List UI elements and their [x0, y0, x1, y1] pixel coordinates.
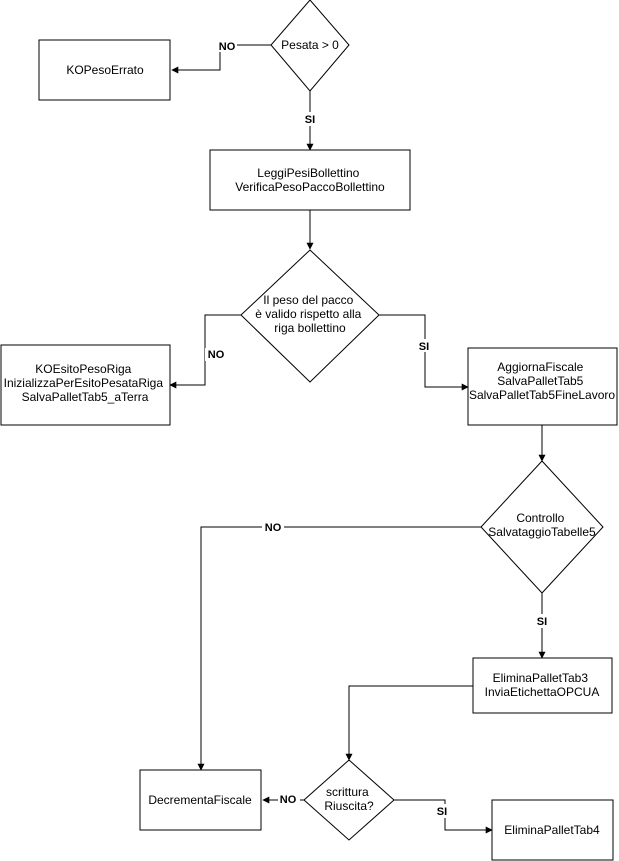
edge-label-scrittura-no: NO	[278, 793, 300, 806]
edge-label-valido-no: NO	[205, 348, 227, 361]
decision-peso-valido: Il peso del pacco è valido rispetto alla…	[240, 249, 380, 383]
edge-label-scrittura-si: SI	[433, 804, 451, 818]
elimina-tab3-line-2: InviaEtichettaOPCUA	[485, 685, 600, 699]
edge-label-valido-si: SI	[414, 339, 434, 353]
controllo-line-1: Controllo	[516, 511, 564, 525]
process-elimina-tab3: EliminaPalletTab3 InviaEtichettaOPCUA	[472, 657, 613, 714]
process-elimina-tab4: EliminaPalletTab4	[491, 799, 614, 861]
scrittura-line-2: Riuscita?	[324, 799, 374, 813]
svg-text:SI: SI	[437, 806, 447, 818]
leggi-pesi-line-2: VerificaPesoPaccoBollettino	[235, 180, 385, 194]
svg-text:SI: SI	[419, 341, 429, 353]
decision-scrittura: scrittura Riuscita?	[303, 759, 395, 841]
peso-valido-line-3: riga bollettino	[274, 321, 346, 335]
svg-text:NO: NO	[219, 41, 236, 53]
svg-text:NO: NO	[265, 522, 282, 534]
edge-elimina3-to-scrittura	[345, 685, 473, 761]
decision-pesata: Pesata > 0	[270, 0, 350, 92]
edge-pesata-no	[171, 44, 271, 74]
svg-text:EliminaPalletTab3 InviaE: EliminaPalletTab3 InviaEtichettaOPCUA	[485, 671, 600, 699]
decrementa-line: DecrementaFiscale	[148, 793, 252, 807]
svg-text:AggiornaFiscale SalvaPal: AggiornaFiscale SalvaPalletTab5 SalvaPal…	[469, 360, 615, 402]
aggiorna-line-2: SalvaPalletTab5	[497, 374, 583, 388]
edge-label-controllo-si: SI	[533, 614, 551, 628]
decision-pesata-line: Pesata > 0	[281, 38, 339, 52]
process-ko-esito: KOEsitoPesoRiga InizializzaPerEsitoPesat…	[0, 344, 171, 426]
edge-controllo-no	[197, 526, 481, 771]
svg-text:NO: NO	[208, 349, 225, 361]
svg-text:NO: NO	[280, 794, 297, 806]
process-decrementa-fiscale: DecrementaFiscale	[139, 769, 262, 831]
ko-esito-line-2: InizializzaPerEsitoPesataRiga	[4, 376, 164, 390]
ko-esito-line-1: KOEsitoPesoRiga	[35, 362, 131, 376]
elimina-tab4-line: EliminaPalletTab4	[504, 823, 600, 837]
svg-text:KOPesoErrato: KOPesoErrato	[66, 63, 144, 77]
process-aggiorna-fiscale: AggiornaFiscale SalvaPalletTab5 SalvaPal…	[467, 347, 618, 426]
peso-valido-line-1: Il peso del pacco	[263, 293, 353, 307]
controllo-line-2: SalvataggioTabelle5	[488, 525, 596, 539]
ko-peso-errato-line: KOPesoErrato	[66, 63, 144, 77]
edge-label-controllo-no: NO	[262, 520, 284, 534]
peso-valido-line-2: è valido rispetto alla	[255, 307, 361, 321]
svg-text:LeggiPesiBollettino Veri: LeggiPesiBollettino VerificaPesoPaccoBol…	[235, 166, 385, 194]
decision-controllo: Controllo SalvataggioTabelle5	[480, 460, 604, 594]
svg-text:Pesata > 0: Pesata > 0	[281, 38, 339, 52]
svg-text:SI: SI	[305, 114, 315, 126]
svg-text:Controllo SalvataggioTab: Controllo SalvataggioTabelle5	[488, 511, 596, 539]
leggi-pesi-line-1: LeggiPesiBollettino	[257, 166, 359, 180]
process-ko-peso-errato: KOPesoErrato	[38, 39, 171, 101]
svg-text:SI: SI	[537, 616, 547, 628]
edge-label-pesata-no: NO	[217, 39, 237, 53]
process-leggi-pesi: LeggiPesiBollettino VerificaPesoPaccoBol…	[209, 149, 411, 211]
scrittura-line-1: scrittura	[326, 785, 369, 799]
svg-text:Il peso del pacco è vali: Il peso del pacco è valido rispetto alla…	[255, 293, 364, 335]
aggiorna-line-3: SalvaPalletTab5FineLavoro	[469, 388, 615, 402]
svg-text:DecrementaFiscale: DecrementaFiscale	[148, 793, 252, 807]
edge-label-pesata-si: SI	[301, 112, 319, 126]
svg-text:scrittura Riuscita?: scrittura Riuscita?	[324, 785, 374, 813]
svg-text:KOEsitoPesoRiga Iniziali: KOEsitoPesoRiga InizializzaPerEsitoPesat…	[4, 362, 167, 404]
ko-esito-line-3: SalvaPalletTab5_aTerra	[22, 390, 149, 404]
aggiorna-line-1: AggiornaFiscale	[497, 360, 583, 374]
svg-text:EliminaPalletTab4: EliminaPalletTab4	[504, 823, 600, 837]
elimina-tab3-line-1: EliminaPalletTab3	[493, 671, 589, 685]
